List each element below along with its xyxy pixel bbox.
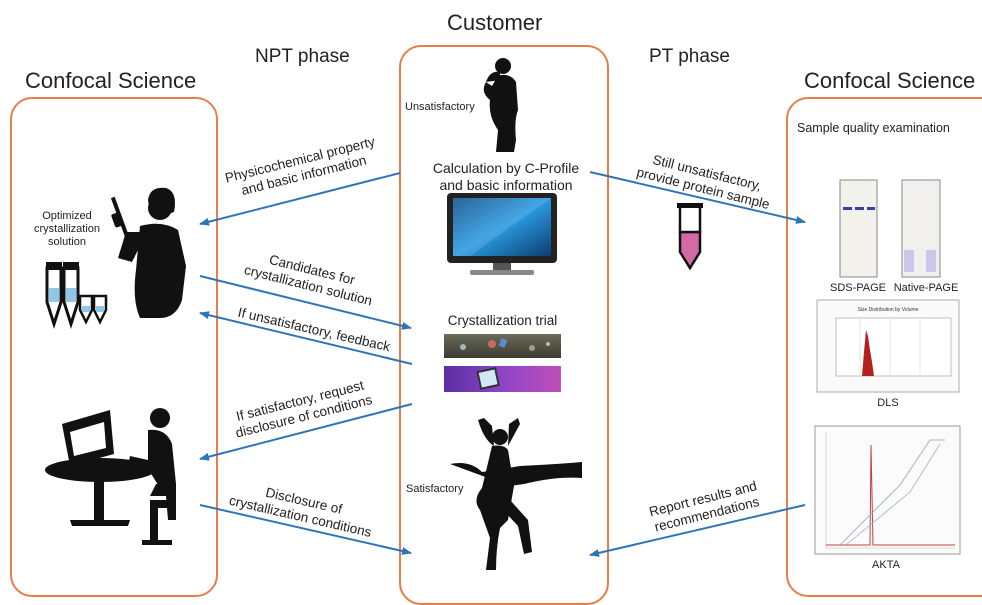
computer-user-icon xyxy=(45,408,176,545)
pt-phase-label: PT phase xyxy=(649,46,730,67)
sds-page-gel xyxy=(839,179,878,278)
calculation-label-line1: Calculation by C-Profile xyxy=(432,160,580,176)
satisfactory-label: Satisfactory xyxy=(406,483,464,495)
dls-chart-title: Size Distribution by Volume xyxy=(858,307,919,313)
npt-phase-label: NPT phase xyxy=(255,46,350,67)
arrow-physicochemical xyxy=(199,172,401,226)
arrow-feedback xyxy=(199,311,413,365)
sample-tube-icon xyxy=(677,203,703,271)
left-company-title: Confocal Science xyxy=(25,68,197,93)
akta-chart-image xyxy=(814,425,961,555)
sds-page-caption: SDS-PAGE xyxy=(829,282,887,294)
tubes-icon xyxy=(45,262,108,329)
native-page-caption: Native-PAGE xyxy=(893,282,959,294)
akta-caption: AKTA xyxy=(872,559,900,571)
dls-chart-image xyxy=(816,299,960,393)
optimized-label-line2: crystallization xyxy=(33,223,101,235)
sample-quality-label: Sample quality examination xyxy=(797,121,950,135)
crystal-image-1 xyxy=(444,334,561,358)
runner-icon xyxy=(450,418,582,570)
calculation-label-line2: and basic information xyxy=(439,177,573,193)
diagram-graphics: Size Distribution by Volume xyxy=(45,58,961,570)
monitor-icon xyxy=(447,193,557,275)
dls-caption: DLS xyxy=(877,397,899,409)
crystallization-trial-label: Crystallization trial xyxy=(447,313,558,328)
optimized-label-line1: Optimized xyxy=(42,210,92,222)
optimized-label-line3: solution xyxy=(48,236,86,248)
arrow-provide-sample xyxy=(589,171,806,224)
arrow-request xyxy=(199,403,413,461)
unsatisfactory-label: Unsatisfactory xyxy=(405,101,475,113)
scientist-icon xyxy=(110,187,186,318)
arrows-group xyxy=(199,171,806,557)
arrow-disclosure xyxy=(199,504,412,555)
arrow-candidates xyxy=(199,275,412,330)
crystal-image-2 xyxy=(444,366,561,392)
thinking-person-icon xyxy=(483,58,518,152)
arrow-report xyxy=(589,504,806,557)
right-company-title: Confocal Science xyxy=(804,68,976,93)
customer-title: Customer xyxy=(447,10,543,35)
native-page-gel xyxy=(901,179,941,278)
